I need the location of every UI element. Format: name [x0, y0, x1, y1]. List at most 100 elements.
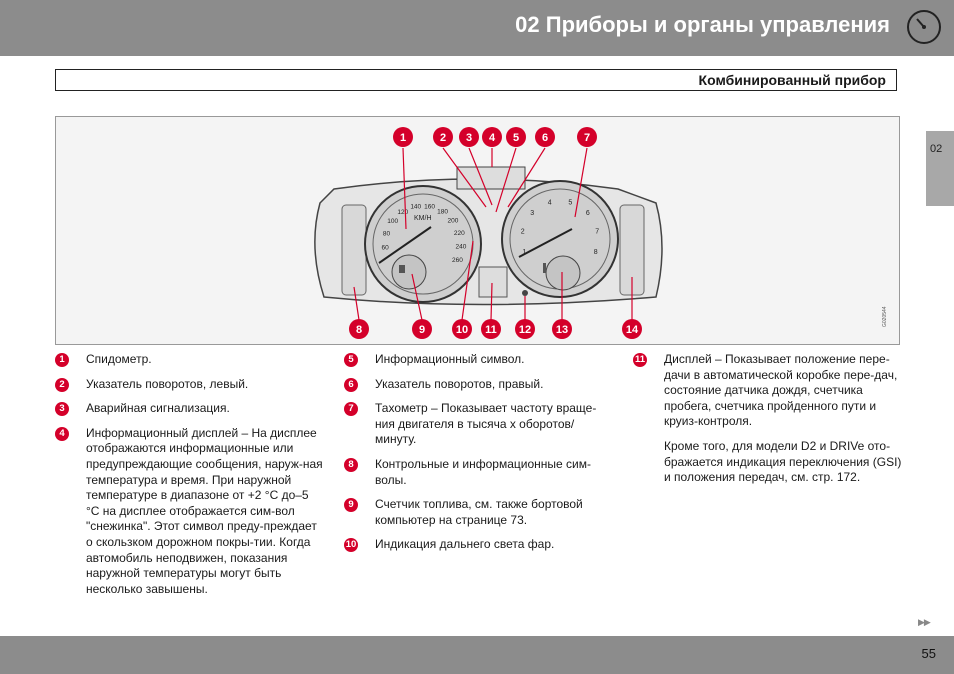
- callout-number-badge: 9: [344, 498, 358, 513]
- section-heading-bar: Комбинированный прибор: [55, 69, 897, 91]
- fuel-gauge: [391, 254, 427, 290]
- legend-column-2: 5 Информационный символ. 6 Указатель поворо…: [344, 352, 608, 562]
- dial-tick-label: 140: [410, 204, 421, 211]
- dial-tick-label: 260: [452, 257, 463, 264]
- dial-tick-label: 3: [530, 210, 534, 217]
- legend-item: 8 Контрольные и информационные сим-волы.: [344, 457, 608, 488]
- image-code: G020544: [882, 306, 888, 327]
- dial-tick-label: 8: [594, 249, 598, 256]
- left-telltale-panel: [341, 204, 367, 296]
- callout-number-badge: 11: [633, 353, 647, 367]
- legend-item: 5 Информационный символ.: [344, 352, 608, 368]
- dial-tick-label: 220: [454, 230, 465, 237]
- callout-number-badge: 10: [344, 538, 358, 553]
- callout-number: 12: [519, 324, 531, 336]
- temperature-gauge: [545, 255, 581, 291]
- callout-number: 7: [584, 132, 590, 144]
- callout-number-badge: 5: [344, 353, 358, 367]
- legend-text: Информационный символ.: [375, 352, 525, 366]
- callout-number: 13: [556, 324, 568, 336]
- dial-tick-label: 200: [448, 218, 459, 225]
- gear-display: [478, 266, 508, 298]
- legend-item: 9 Счетчик топлива, см. также бортовой ком…: [344, 497, 608, 528]
- fuel-pump-icon: [399, 265, 405, 273]
- legend-text: Информационный дисплей – На дисплее отоб…: [86, 425, 323, 596]
- gauge-icon: [906, 9, 942, 45]
- dial-tick-label: 180: [437, 208, 448, 215]
- callout-marker: [577, 127, 597, 147]
- callout-number: 9: [419, 324, 425, 336]
- callout-number-badge: 8: [344, 457, 358, 472]
- dial-tick-label: 2: [521, 228, 525, 235]
- page-number: 55: [921, 646, 936, 661]
- legend-column-3: 11 Дисплей – Показывает положение пере-да…: [633, 352, 903, 486]
- dial-tick-label: 160: [424, 204, 435, 211]
- speedometer-needle: [378, 226, 432, 264]
- callout-number: 3: [466, 132, 472, 144]
- callout-number-badge: 3: [55, 402, 69, 417]
- dial-tick-label: 80: [383, 231, 391, 238]
- dial-tick-label: 1: [522, 249, 526, 256]
- callout-number: 1: [400, 132, 406, 144]
- callout-number: 2: [440, 132, 446, 144]
- callout-marker: [412, 319, 432, 339]
- reset-knob: [522, 290, 528, 296]
- section-title: Комбинированный прибор: [698, 72, 886, 88]
- callout-marker: [482, 127, 502, 147]
- tachometer-dial: [501, 180, 619, 298]
- double-chevron-right-icon: ▶▶: [918, 617, 931, 627]
- temperature-icon: [543, 263, 546, 273]
- chapter-tab-label: 02: [930, 143, 943, 155]
- callout-marker: [393, 127, 413, 147]
- legend-item: 11 Дисплей – Показывает положение пере-да…: [633, 352, 903, 430]
- legend-text: Дисплей – Показывает положение пере-дачи…: [664, 352, 898, 429]
- callout-number: 6: [542, 132, 548, 144]
- dial-tick-label: 7: [595, 228, 599, 235]
- callout-marker: [515, 319, 535, 339]
- callout-number: 14: [626, 324, 639, 336]
- callout-number: 4: [489, 132, 496, 144]
- callout-marker: [459, 127, 479, 147]
- callout-marker: [535, 127, 555, 147]
- callout-marker: [433, 127, 453, 147]
- callout-number-badge: 6: [344, 377, 358, 392]
- legend-item: 3 Аварийная сигнализация.: [55, 401, 323, 417]
- dial-tick-label: 120: [397, 209, 408, 216]
- dial-tick-label: 240: [455, 244, 466, 251]
- legend-item: 7 Тахометр – Показывает частоту враще-ния…: [344, 401, 608, 448]
- callout-marker: [349, 319, 369, 339]
- legend-text: Контрольные и информационные сим-волы.: [375, 456, 591, 487]
- legend-text: Аварийная сигнализация.: [86, 401, 230, 416]
- dial-tick-label: 60: [382, 244, 390, 251]
- callout-number: 10: [456, 324, 468, 336]
- callout-number-badge: 4: [55, 426, 69, 441]
- dial-tick-label: 6: [586, 210, 590, 217]
- callout-number: 8: [356, 324, 362, 336]
- page-header: 02 Приборы и органы управления: [0, 0, 954, 56]
- callout-marker: [452, 319, 472, 339]
- callout-number-badge: 7: [344, 402, 358, 417]
- legend-text: Указатель поворотов, левый.: [86, 376, 249, 391]
- tachometer-needle: [518, 228, 573, 258]
- dial-tick-label: 100: [387, 218, 398, 225]
- dial-tick-label: 5: [568, 199, 572, 206]
- callout-marker: [552, 319, 572, 339]
- page-footer: 55: [0, 636, 954, 674]
- chapter-tab[interactable]: 02: [926, 131, 954, 206]
- legend-text: Тахометр – Показывает частоту враще-ния …: [375, 401, 597, 447]
- dial-tick-label: 4: [548, 199, 552, 206]
- legend-text: Указатель поворотов, правый.: [375, 376, 544, 391]
- legend-text: Счетчик топлива, см. также бортовой комп…: [375, 497, 583, 527]
- callout-marker: [506, 127, 526, 147]
- speedo-unit-label: KM/H: [414, 215, 432, 222]
- info-display: [456, 166, 526, 190]
- callout-number: 5: [513, 132, 519, 144]
- legend-item: 6 Указатель поворотов, правый.: [344, 377, 608, 393]
- legend-note: Кроме того, для модели D2 и DRIVe ото-бр…: [664, 438, 902, 485]
